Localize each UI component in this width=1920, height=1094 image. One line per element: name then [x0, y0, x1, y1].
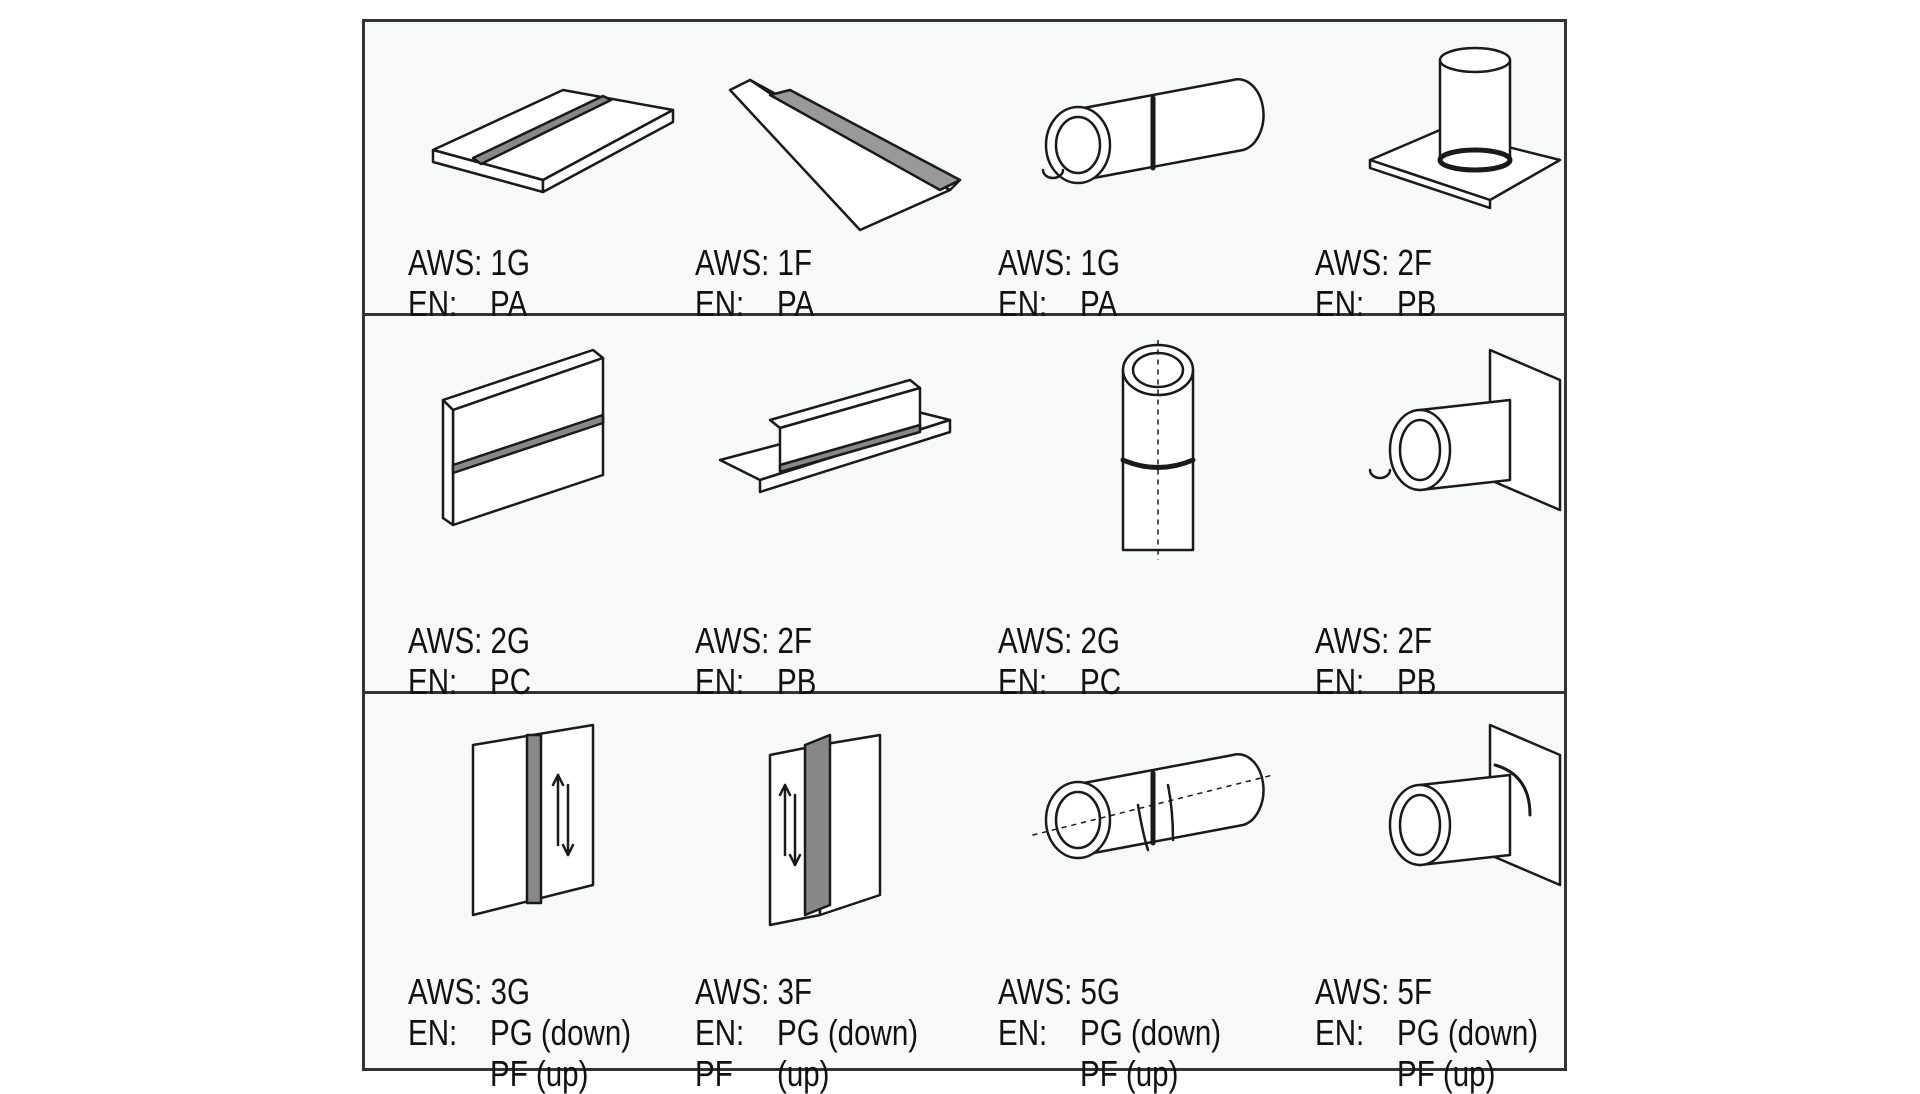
- en-code: EN:PC: [998, 661, 1122, 702]
- welding-positions-table: [362, 19, 1567, 1071]
- plate-vertical-icon: [471, 723, 595, 917]
- aws-code: AWS: 1F: [695, 242, 813, 283]
- position-label: AWS: 2F EN:PB: [695, 620, 816, 702]
- pipe-horizontal-rotated-icon: [1041, 78, 1265, 185]
- position-label: AWS: 3F EN:PG (down) PF(up): [695, 971, 918, 1094]
- position-label: AWS: 2F EN:PB: [1315, 242, 1436, 324]
- plate-butt-flat-icon: [431, 88, 675, 194]
- en-code-alt: PF (up): [1080, 1053, 1179, 1094]
- aws-code: AWS: 3F: [695, 971, 813, 1012]
- tee-fillet-horizontal-icon: [718, 378, 952, 494]
- aws-code: AWS: 2F: [1315, 242, 1433, 283]
- welding-position-cell: AWS: 2G EN:PC: [998, 340, 1288, 710]
- pipe-vertical-icon: [1120, 340, 1196, 560]
- plate-butt-horizontal-icon: [441, 348, 605, 527]
- position-label: AWS: 1F EN:PA: [695, 242, 814, 324]
- position-label: AWS: 1G EN:PA: [408, 242, 530, 324]
- position-label: AWS: 1G EN:PA: [998, 242, 1120, 324]
- welding-position-cell: AWS: 3F EN:PG (down) PF(up): [695, 715, 985, 1094]
- en-code: EN:PG (down): [998, 1012, 1222, 1053]
- aws-code: AWS: 3G: [408, 971, 530, 1012]
- aws-code: AWS: 1G: [408, 242, 530, 283]
- welding-position-cell: AWS: 5G EN:PG (down) PF (up): [998, 715, 1288, 1094]
- position-label: AWS: 2G EN:PC: [998, 620, 1121, 702]
- en-code: EN:PA: [408, 283, 528, 324]
- welding-position-cell: AWS: 2F EN:PB: [695, 340, 985, 710]
- welding-position-cell: AWS: 3G EN:PG (down) PF (up): [408, 715, 698, 1094]
- en-code-alt: PF (up): [490, 1053, 589, 1094]
- welding-position-cell: AWS: 2F EN:PB: [1315, 40, 1605, 410]
- en-code: EN:PB: [695, 661, 817, 702]
- welding-position-cell: AWS: 1G EN:PA: [408, 40, 698, 410]
- pipe-horizontal-fixed-icon: [1032, 753, 1274, 860]
- pipe-on-plate-icon: [1368, 46, 1562, 210]
- welding-position-cell: AWS: 1F EN:PA: [695, 40, 985, 410]
- en-code: EN:PA: [998, 283, 1118, 324]
- en-code-alt: PF (up): [1397, 1053, 1496, 1094]
- en-code: EN:PB: [1315, 283, 1437, 324]
- en-code: EN:PA: [695, 283, 815, 324]
- en-code: EN:PB: [1315, 661, 1437, 702]
- position-label: AWS: 5G EN:PG (down) PF (up): [998, 971, 1221, 1094]
- en-code-alt: PF(up): [695, 1053, 830, 1094]
- aws-code: AWS: 2G: [408, 620, 530, 661]
- welding-position-cell: AWS: 5F EN:PG (down) PF (up): [1315, 715, 1605, 1094]
- row-divider: [362, 313, 1567, 316]
- row-divider: [362, 691, 1567, 694]
- welding-position-cell: AWS: 2G EN:PC: [408, 340, 698, 710]
- aws-code: AWS: 2F: [1315, 620, 1433, 661]
- position-label: AWS: 3G EN:PG (down) PF (up): [408, 971, 631, 1094]
- pipe-on-wall-rotated-icon: [1368, 348, 1562, 512]
- aws-code: AWS: 5G: [998, 971, 1120, 1012]
- tee-vertical-icon: [768, 733, 882, 927]
- welding-position-cell: AWS: 2F EN:PB: [1315, 340, 1605, 710]
- position-label: AWS: 2F EN:PB: [1315, 620, 1436, 702]
- en-code: EN:PC: [408, 661, 532, 702]
- position-label: AWS: 5F EN:PG (down) PF (up): [1315, 971, 1538, 1094]
- aws-code: AWS: 2F: [695, 620, 813, 661]
- aws-code: AWS: 1G: [998, 242, 1120, 283]
- en-code: EN:PG (down): [695, 1012, 919, 1053]
- fillet-flat-icon: [728, 78, 962, 232]
- position-label: AWS: 2G EN:PC: [408, 620, 531, 702]
- welding-position-cell: AWS: 1G EN:PA: [998, 40, 1288, 410]
- en-code: EN:PG (down): [408, 1012, 632, 1053]
- aws-code: AWS: 2G: [998, 620, 1120, 661]
- aws-code: AWS: 5F: [1315, 971, 1433, 1012]
- pipe-on-wall-fixed-icon: [1388, 723, 1562, 887]
- en-code: EN:PG (down): [1315, 1012, 1539, 1053]
